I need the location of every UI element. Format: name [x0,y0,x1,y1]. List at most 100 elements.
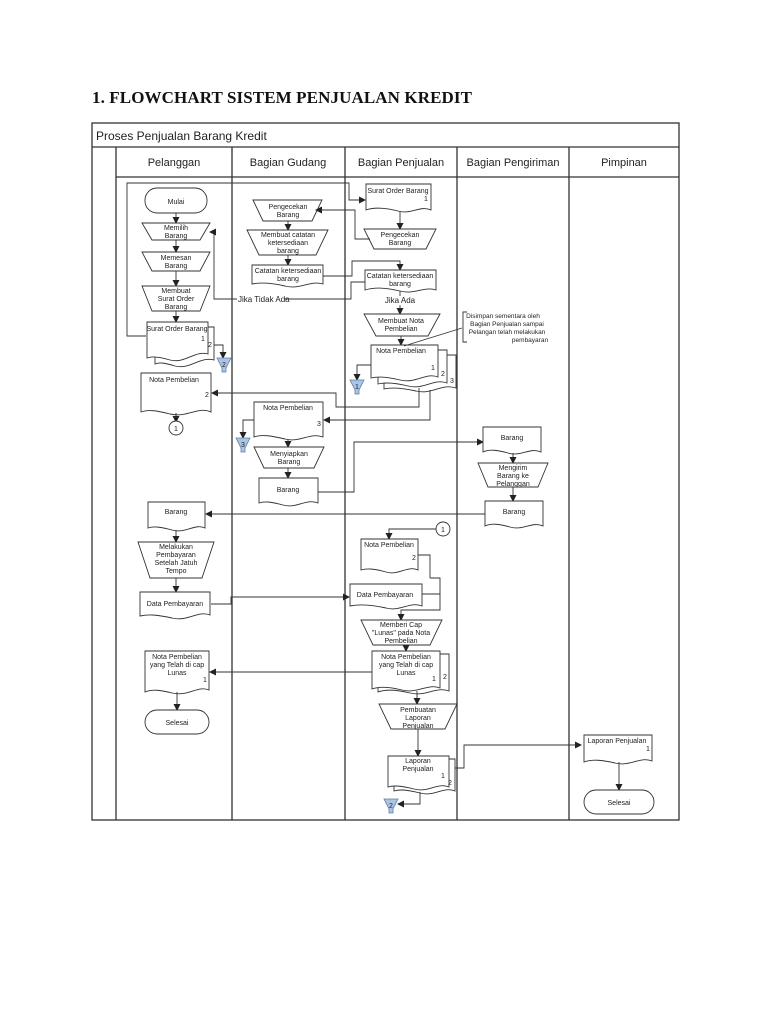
document-label: Nota Pembelian [149,377,199,384]
process-mengirim-barang [477,462,549,488]
jika-ada-label: Jika Ada [385,296,416,305]
process-label: Membuat [161,288,190,295]
process-label: Memilih [164,225,188,232]
annotation-text: Disimpan sementara oleh [466,313,540,320]
process-label: Pengecekan [381,232,420,239]
document-data-pembayaran-pelanggan [139,591,211,620]
document-surat-order-penjualan [365,183,432,213]
process-label: barang [277,248,299,255]
document-data-pembayaran-penjualan [349,583,423,610]
document-nota-pembelian-lunas-input [360,538,419,574]
process-label: ketersediaan [268,240,308,247]
document-laporan-penjualan [387,755,450,791]
connector-label: 1 [441,527,445,534]
document-label: Barang [277,487,300,494]
connector-jika-tidak-ada [213,231,237,300]
process-label: Barang ke [497,473,529,480]
document-label: Surat Order Barang [367,188,428,195]
terminator-label: Selesai [166,720,189,727]
process-label: Melakukan [159,544,193,551]
document-nota-pembelian-pelanggan [140,372,212,416]
process-membuat-surat-order [141,285,211,312]
connector-gudang-to-penjualan [323,260,404,277]
offpage-connector-1 [349,379,365,395]
copy-number: 2 [448,780,452,787]
copy-number: 3 [450,378,454,385]
process-pengecekan-penjualan [363,228,437,250]
document-label: Nota Pembelian [376,348,426,355]
document-barang-pengiriman-2 [484,500,544,529]
process-label: Barang [278,459,301,466]
process-menyiapkan-barang [253,446,325,469]
copy-number: 1 [432,676,436,683]
process-label: Pembelian [384,638,417,645]
connector-nota-to-pelanggan [211,388,420,408]
process-label: Pembuatan [400,707,436,714]
document-barang-gudang [258,477,319,507]
terminator-label: Selesai [608,800,631,807]
process-label: Pembelian [384,326,417,333]
process-melakukan-pembayaran [137,541,215,579]
jika-tidak-ada-label: Jika Tidak Ada [238,295,290,304]
page-heading: 1. FLOWCHART SISTEM PENJUALAN KREDIT [92,88,473,107]
document-nota-lunas-penjualan [371,650,441,692]
process-label: Barang [165,263,188,270]
connector-arrow [239,419,254,439]
document-label: Surat Order Barang [146,326,207,333]
copy-number: 1 [431,365,435,372]
document-label: Laporan Penjualan [588,738,647,745]
copy-number: 1 [201,336,205,343]
process-label: Barang [389,240,412,247]
document-label: yang Telah di cap [379,662,433,669]
document-label: Nota Pembelian [263,405,313,412]
document-label: yang Telah di cap [150,662,204,669]
process-pengecekan-gudang [252,199,323,222]
process-memilih-barang [141,222,211,241]
annotation-bracket [462,311,467,343]
document-label: Lunas [396,670,416,677]
connector-arrow [214,344,227,359]
document-barang-pengiriman-1 [482,426,542,455]
connector-penjualan-to-gudang [315,206,370,240]
connector-arrow [397,792,421,808]
process-label: Setelah Jatuh [155,560,198,567]
document-laporan-pimpinan [583,734,653,765]
offpage-connector-2-archive [383,798,399,814]
copy-number: 1 [441,773,445,780]
process-label: Memesan [161,255,192,262]
connector-pembayaran-to-penjualan [211,593,350,605]
copy-number: 3 [317,421,321,428]
connector-arrow [397,593,441,621]
document-surat-order-pelanggan [146,321,209,362]
document-label: Penjualan [402,766,433,773]
terminator-mulai-label: Mulai [168,199,185,206]
document-label: Nota Pembelian [152,654,202,661]
connector-1 [168,420,184,436]
document-label: Lunas [167,670,187,677]
connector-sob-to-penjualan [126,182,366,337]
document-nota-pembelian-penjualan [370,344,439,382]
process-label: Pembayaran [156,552,196,559]
copy-number: 1 [646,746,650,753]
offpage-connector-label: 2 [389,803,393,810]
connector-line [430,577,441,594]
process-label: Barang [277,212,300,219]
offpage-connector-2 [216,357,232,373]
document-label: barang [389,281,411,288]
document-barang-pelanggan [147,501,206,532]
annotation-text: Pelangan telah melakukan [469,329,546,336]
document-label: Laporan [405,758,431,765]
process-pembuatan-laporan [378,703,458,730]
document-label: Barang [501,435,524,442]
document-label: Data Pembayaran [147,601,204,608]
document-nota-pembelian-gudang [253,401,324,441]
annotation-text: pembayaran [512,337,549,344]
copy-number: 1 [203,677,207,684]
process-label: Surat Order [158,296,195,303]
connector-label: 1 [174,426,178,433]
document-label: Data Pembayaran [357,592,414,599]
process-label: Penjualan [402,723,433,730]
copy-number: 2 [443,674,447,681]
terminator-selesai-pimpinan [583,789,655,815]
